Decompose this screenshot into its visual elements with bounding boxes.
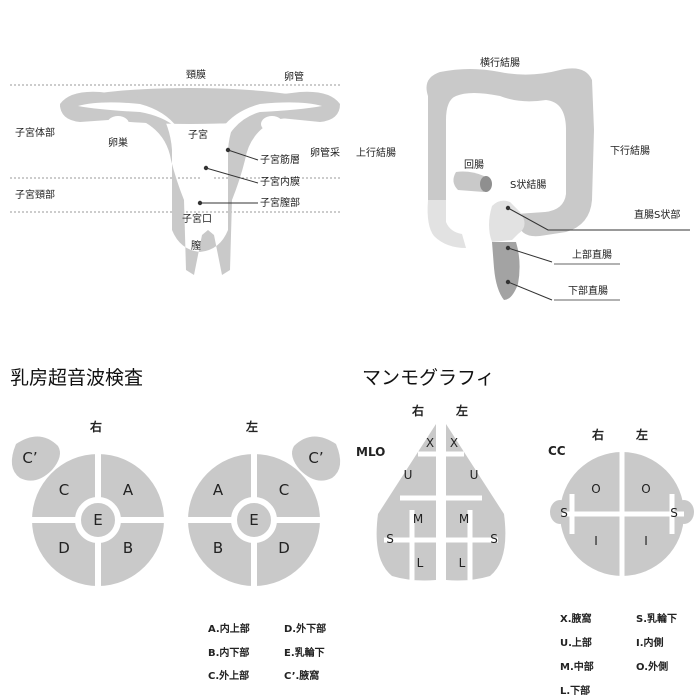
right-ovary: [261, 116, 283, 132]
mlo-breasts: [376, 424, 506, 581]
mammo-title: マンモグラフィ: [362, 367, 495, 389]
mammo-legend-s: S.乳輪下: [636, 614, 678, 625]
uterus-inner-cavity: [78, 102, 322, 204]
label-rankan: 卵管: [284, 72, 304, 83]
label-ransou: 卵巣: [108, 138, 128, 149]
label-rankan-sai: 卵管采: [310, 148, 340, 159]
mammo-legend-o: O.外側: [636, 662, 669, 673]
mlo-right-s: S: [386, 532, 394, 546]
us-legend-d: D.外下部: [284, 624, 327, 635]
us-legend-cprime: C’.腋窩: [284, 671, 320, 682]
us-left-a: A: [212, 481, 224, 499]
us-left-e: E: [249, 511, 259, 529]
us-legend-e: E.乳輪下: [284, 648, 325, 659]
mlo-right-u: U: [403, 468, 413, 482]
label-kabu: 下部直腸: [568, 286, 608, 297]
us-left-c: C: [278, 481, 290, 499]
cc-view-label: CC: [548, 444, 566, 458]
uterus-shape: [60, 88, 340, 275]
mlo-right-label: 右: [412, 404, 425, 418]
mlo-view-label: MLO: [356, 445, 386, 459]
us-left-cprime: C’: [308, 449, 324, 467]
mammo-legend-l: L.下部: [560, 686, 591, 697]
breast-us-title: 乳房超音波検査: [10, 367, 144, 389]
label-kaichou: 回腸: [464, 160, 484, 171]
left-ovary: [107, 116, 129, 132]
cc-right-i: I: [594, 534, 598, 548]
us-right-c: C: [58, 481, 70, 499]
cc-right-label: 右: [592, 428, 605, 442]
us-right-e: E: [93, 511, 103, 529]
mlo-left-x: X: [449, 436, 459, 450]
label-oukou: 横行結腸: [480, 58, 520, 69]
label-shikyu-taibu: 子宮体部: [15, 128, 55, 139]
label-kembaku: 頸膜: [186, 70, 206, 81]
us-legend-b: B.内下部: [208, 648, 250, 659]
mammo-legend-x: X.腋窩: [560, 614, 592, 625]
label-s-jou: S状結腸: [510, 180, 547, 191]
mlo-right-m: M: [412, 512, 424, 526]
label-kakou: 下行結腸: [610, 146, 650, 157]
ileum-end: [480, 176, 492, 192]
label-shikyu-naimaku: 子宮内膜: [260, 177, 300, 188]
us-right-cprime: C’: [22, 449, 38, 467]
label-shikyu-keibu: 子宮頸部: [15, 190, 55, 201]
cc-left-label: 左: [636, 428, 649, 442]
cc-right-o: O: [591, 482, 601, 496]
us-legend-c: C.外上部: [208, 671, 250, 682]
mammo-legend-u: U.上部: [560, 638, 592, 649]
mlo-left-l: L: [458, 556, 466, 570]
label-joukou: 上行結腸: [356, 148, 396, 159]
left-breast-axillary: [292, 436, 341, 481]
mammo-legend-m: M.中部: [560, 662, 594, 673]
us-left-d: D: [278, 539, 290, 557]
label-chitsu: 膣: [191, 241, 201, 252]
us-legend-a: A.内上部: [208, 624, 250, 635]
label-shikyu-chitsubu: 子宮膣部: [260, 198, 300, 209]
mlo-right-x: X: [425, 436, 435, 450]
right-breast-axillary: [11, 436, 60, 481]
label-shikyu-kinsou: 子宮筋層: [260, 155, 300, 166]
mlo-left-m: M: [458, 512, 470, 526]
cc-left-i: I: [644, 534, 648, 548]
cc-left-s: S: [670, 506, 678, 520]
us-left-b: B: [212, 539, 224, 557]
mlo-right-l: L: [416, 556, 424, 570]
label-shikyu-kou: 子宮口: [182, 214, 212, 225]
colon-leader-lines: [507, 207, 690, 301]
us-right-b: B: [122, 539, 134, 557]
breast-us-left-label: 左: [246, 420, 259, 434]
label-chokuchou-s: 直腸S状部: [634, 210, 681, 221]
colon-shape: [426, 68, 594, 300]
mlo-left-s: S: [490, 532, 498, 546]
mlo-left-label: 左: [456, 404, 469, 418]
breast-us-right-label: 右: [90, 420, 103, 434]
uterus-leader-lines: [200, 149, 259, 204]
label-joubu: 上部直腸: [572, 250, 612, 261]
cc-right-s: S: [560, 506, 568, 520]
mammo-legend-i: I.内側: [636, 638, 664, 649]
label-shikyu: 子宮: [188, 130, 208, 141]
cc-left-o: O: [641, 482, 651, 496]
us-right-d: D: [58, 539, 70, 557]
us-right-a: A: [122, 481, 134, 499]
mlo-left-u: U: [469, 468, 479, 482]
